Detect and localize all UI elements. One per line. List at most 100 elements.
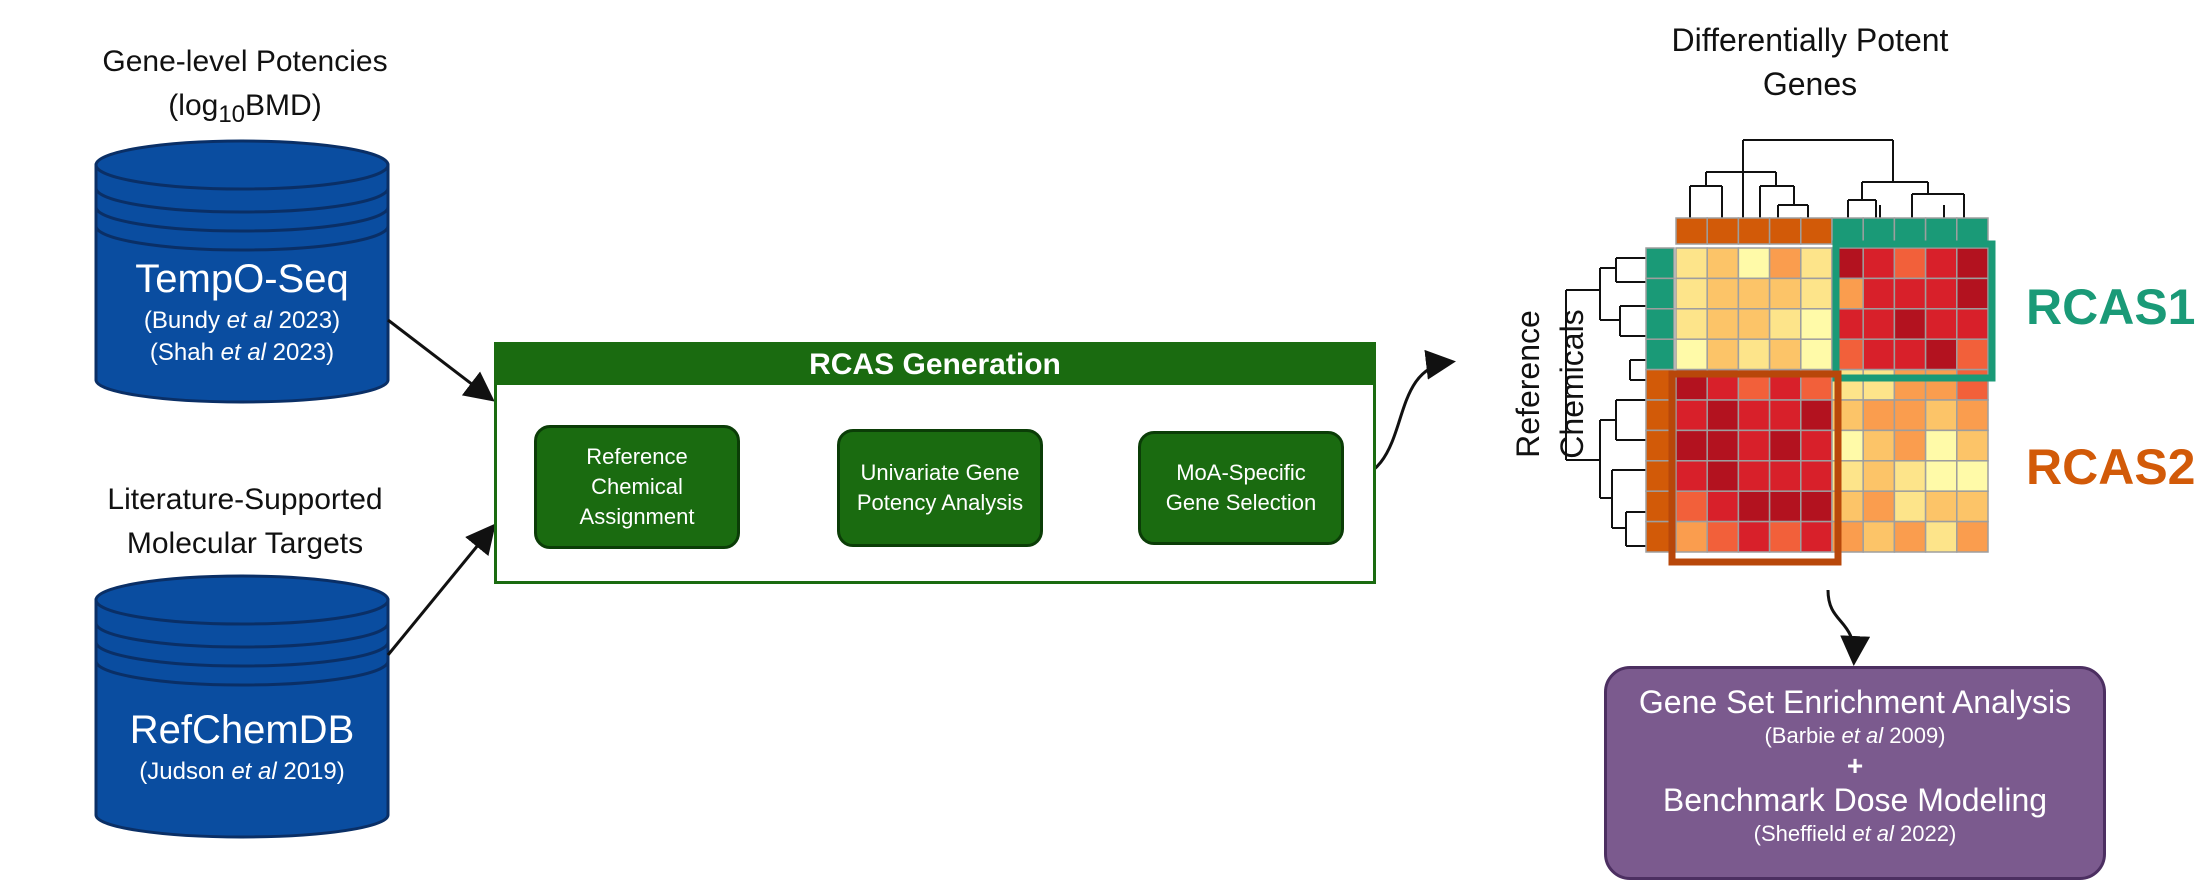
- heatmap-cell: [1706, 460, 1740, 492]
- log-text: (log: [168, 89, 219, 122]
- col-title-line1: Differentially Potent: [1671, 22, 1949, 58]
- heatmap-cell: [1675, 247, 1708, 280]
- heatmap-cell: [1800, 277, 1833, 310]
- column-annotation-cell: [1924, 217, 1958, 245]
- heatmap-cell: [1893, 308, 1927, 340]
- gsea-citation: (Barbie et al 2009): [1764, 723, 1946, 748]
- heatmap-cell: [1893, 520, 1927, 553]
- column-annotation-cell: [1956, 217, 1989, 245]
- column-annotation-cell: [1768, 217, 1802, 245]
- potencies-label-line1: Gene-level Potencies: [102, 45, 388, 78]
- heatmap-cell: [1706, 277, 1740, 310]
- heatmap-cell: [1893, 490, 1927, 523]
- potencies-label: Gene-level Potencies (log10BMD): [40, 40, 450, 137]
- heatmap-cell: [1862, 247, 1896, 280]
- heatmap-cell: [1800, 429, 1833, 462]
- gsea-title: Gene Set Enrichment Analysis: [1638, 684, 2072, 720]
- heatmap-cell: [1737, 490, 1771, 523]
- heatmap-cell: [1893, 460, 1927, 492]
- heatmap-cell: [1924, 490, 1958, 523]
- heatmap-cell: [1924, 520, 1958, 553]
- heatmap-cell: [1737, 520, 1771, 553]
- column-annotation-cell: [1862, 217, 1896, 245]
- column-annotation-cell: [1831, 217, 1864, 245]
- refchemdb-title: RefChemDB: [129, 708, 355, 752]
- row-dendrogram: [1565, 257, 1646, 547]
- gsea-bmd-box: Gene Set Enrichment Analysis (Barbie et …: [1604, 666, 2106, 880]
- reference-chemical-assignment-step: Reference Chemical Assignment: [534, 425, 740, 549]
- differentially-potent-genes-label: Differentially Potent Genes: [1600, 18, 2020, 106]
- heatmap-cell: [1862, 399, 1896, 432]
- column-annotation-cell: [1800, 217, 1833, 245]
- heatmap-cell: [1800, 490, 1833, 523]
- column-dendrogram: [1689, 139, 1965, 218]
- column-annotation-cell: [1737, 217, 1771, 245]
- rcas-generation-panel: RCAS Generation Reference Chemical Assig…: [494, 342, 1376, 584]
- targets-label-line1: Literature-Supported: [107, 483, 383, 516]
- heatmap-cell: [1675, 520, 1708, 553]
- arrow-heatmap-to-gsea: [1826, 589, 1871, 666]
- heatmap-cell: [1862, 277, 1896, 310]
- heatmap-cell: [1893, 277, 1927, 310]
- column-annotation-cell: [1893, 217, 1927, 245]
- heatmap-cell: [1768, 460, 1802, 492]
- rcas2-highlight-box: [1668, 370, 1842, 566]
- row-annotation-cell: [1645, 277, 1675, 310]
- step2-line1: Univariate Gene: [860, 460, 1020, 485]
- step2-line2: Potency Analysis: [856, 490, 1024, 515]
- heatmap-cell: [1924, 308, 1958, 340]
- heatmap-cell: [1737, 460, 1771, 492]
- targets-label-line2: Molecular Targets: [126, 527, 364, 560]
- heatmap-cell: [1768, 277, 1802, 310]
- heatmap-cell: [1893, 338, 1927, 371]
- step1-line3: Assignment: [579, 504, 695, 529]
- rcas2-label: RCAS2: [2026, 439, 2196, 495]
- heatmap-cell: [1737, 399, 1771, 432]
- step3-line2: Gene Selection: [1165, 490, 1317, 515]
- heatmap-cell: [1737, 247, 1771, 280]
- bmd-title: Benchmark Dose Modeling: [1662, 782, 2048, 818]
- column-annotation-bar: [1675, 217, 1989, 245]
- log-subscript: 10: [218, 101, 246, 128]
- heatmap-cell: [1862, 520, 1896, 553]
- refchemdb-citation: (Judson et al 2019): [139, 758, 345, 785]
- bmd-text: BMD): [245, 89, 322, 122]
- row-title-line2: Chemicals: [1554, 309, 1590, 459]
- arrow-refchem-to-rcas: [386, 523, 496, 656]
- heatmap-cell: [1862, 460, 1896, 492]
- heatmap-cell: [1924, 460, 1958, 492]
- heatmap-cell: [1768, 338, 1802, 371]
- tempo-seq-citation-1: (Bundy et al 2023): [143, 307, 341, 334]
- heatmap-cell: [1924, 429, 1958, 462]
- heatmap-cell: [1862, 429, 1896, 462]
- heatmap-cell: [1675, 338, 1708, 371]
- heatmap-cell: [1956, 490, 1989, 523]
- heatmap-cell: [1706, 520, 1740, 553]
- heatmap-cell: [1893, 247, 1927, 280]
- heatmap-cell: [1893, 399, 1927, 432]
- heatmap-cell: [1924, 247, 1958, 280]
- tempo-seq-text: TempO-Seq (Bundy et al 2023) (Shah et al…: [96, 253, 388, 369]
- heatmap-cell: [1768, 308, 1802, 340]
- heatmap-cell: [1800, 247, 1833, 280]
- heatmap-cell: [1800, 520, 1833, 553]
- plus-sign: +: [1846, 750, 1864, 781]
- heatmap-cell: [1924, 338, 1958, 371]
- heatmap-cell: [1737, 308, 1771, 340]
- heatmap-cell: [1675, 308, 1708, 340]
- heatmap-cell: [1893, 429, 1927, 462]
- rcas1-highlight-box: [1832, 240, 1996, 382]
- heatmap-cell: [1675, 277, 1708, 310]
- heatmap-cell: [1737, 338, 1771, 371]
- heatmap-cell: [1800, 308, 1833, 340]
- column-annotation-cell: [1706, 217, 1740, 245]
- tempo-seq-citation-2: (Shah et al 2023): [149, 339, 335, 366]
- univariate-gene-potency-step: Univariate Gene Potency Analysis: [837, 429, 1043, 547]
- heatmap-cell: [1768, 429, 1802, 462]
- tempo-seq-title: TempO-Seq: [135, 257, 349, 301]
- heatmap-cell: [1800, 460, 1833, 492]
- heatmap-cell: [1706, 490, 1740, 523]
- heatmap-cell: [1956, 277, 1989, 310]
- tempo-seq-database-icon: [94, 139, 390, 404]
